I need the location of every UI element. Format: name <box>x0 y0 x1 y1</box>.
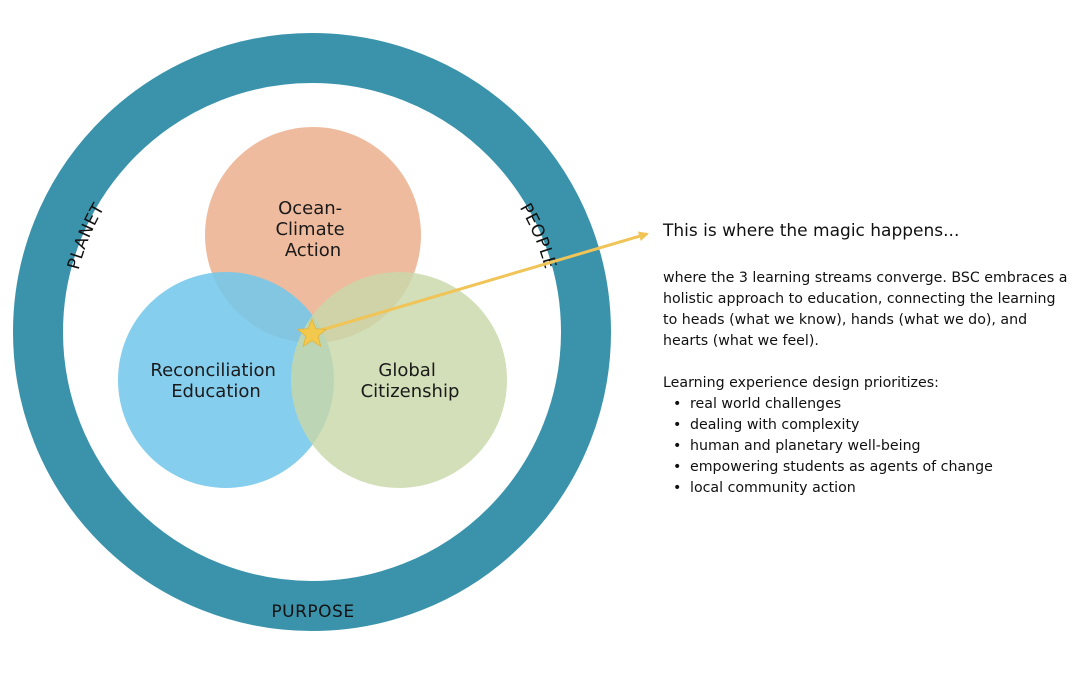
label-left-line-1: Reconciliation <box>150 360 276 381</box>
list-item: empowering students as agents of change <box>663 457 1073 478</box>
list-item: local community action <box>663 478 1073 499</box>
description-panel: This is where the magic happens... where… <box>663 220 1073 499</box>
label-top-line-3: Action <box>285 240 341 261</box>
label-top-line-2: Climate <box>275 219 344 240</box>
venn-circles <box>118 127 507 488</box>
list-item: human and planetary well-being <box>663 436 1073 457</box>
list-item: real world challenges <box>663 394 1073 415</box>
star-icon <box>296 317 328 348</box>
ring-label-purpose: PURPOSE <box>271 602 354 622</box>
priorities-list: real world challenges dealing with compl… <box>663 394 1073 499</box>
priorities-intro: Learning experience design prioritizes: <box>663 375 939 391</box>
label-right-line-2: Citizenship <box>361 381 460 402</box>
outer-ring <box>13 33 611 631</box>
label-left-line-2: Education <box>171 381 261 402</box>
description-text: where the 3 learning streams converge. B… <box>663 270 1068 349</box>
list-item: dealing with complexity <box>663 415 1073 436</box>
label-global-citizenship: Global Citizenship <box>361 360 460 402</box>
circle-global-citizenship <box>291 272 507 488</box>
circle-reconciliation-education <box>118 272 334 488</box>
label-right-line-1: Global <box>378 360 435 381</box>
label-reconciliation-education: Reconciliation Education <box>150 360 281 402</box>
label-top-line-1: Ocean- <box>278 198 342 219</box>
headline: This is where the magic happens... <box>663 221 960 241</box>
label-ocean-climate-action: Ocean- Climate Action <box>275 198 350 261</box>
pointer-arrow <box>317 231 649 333</box>
